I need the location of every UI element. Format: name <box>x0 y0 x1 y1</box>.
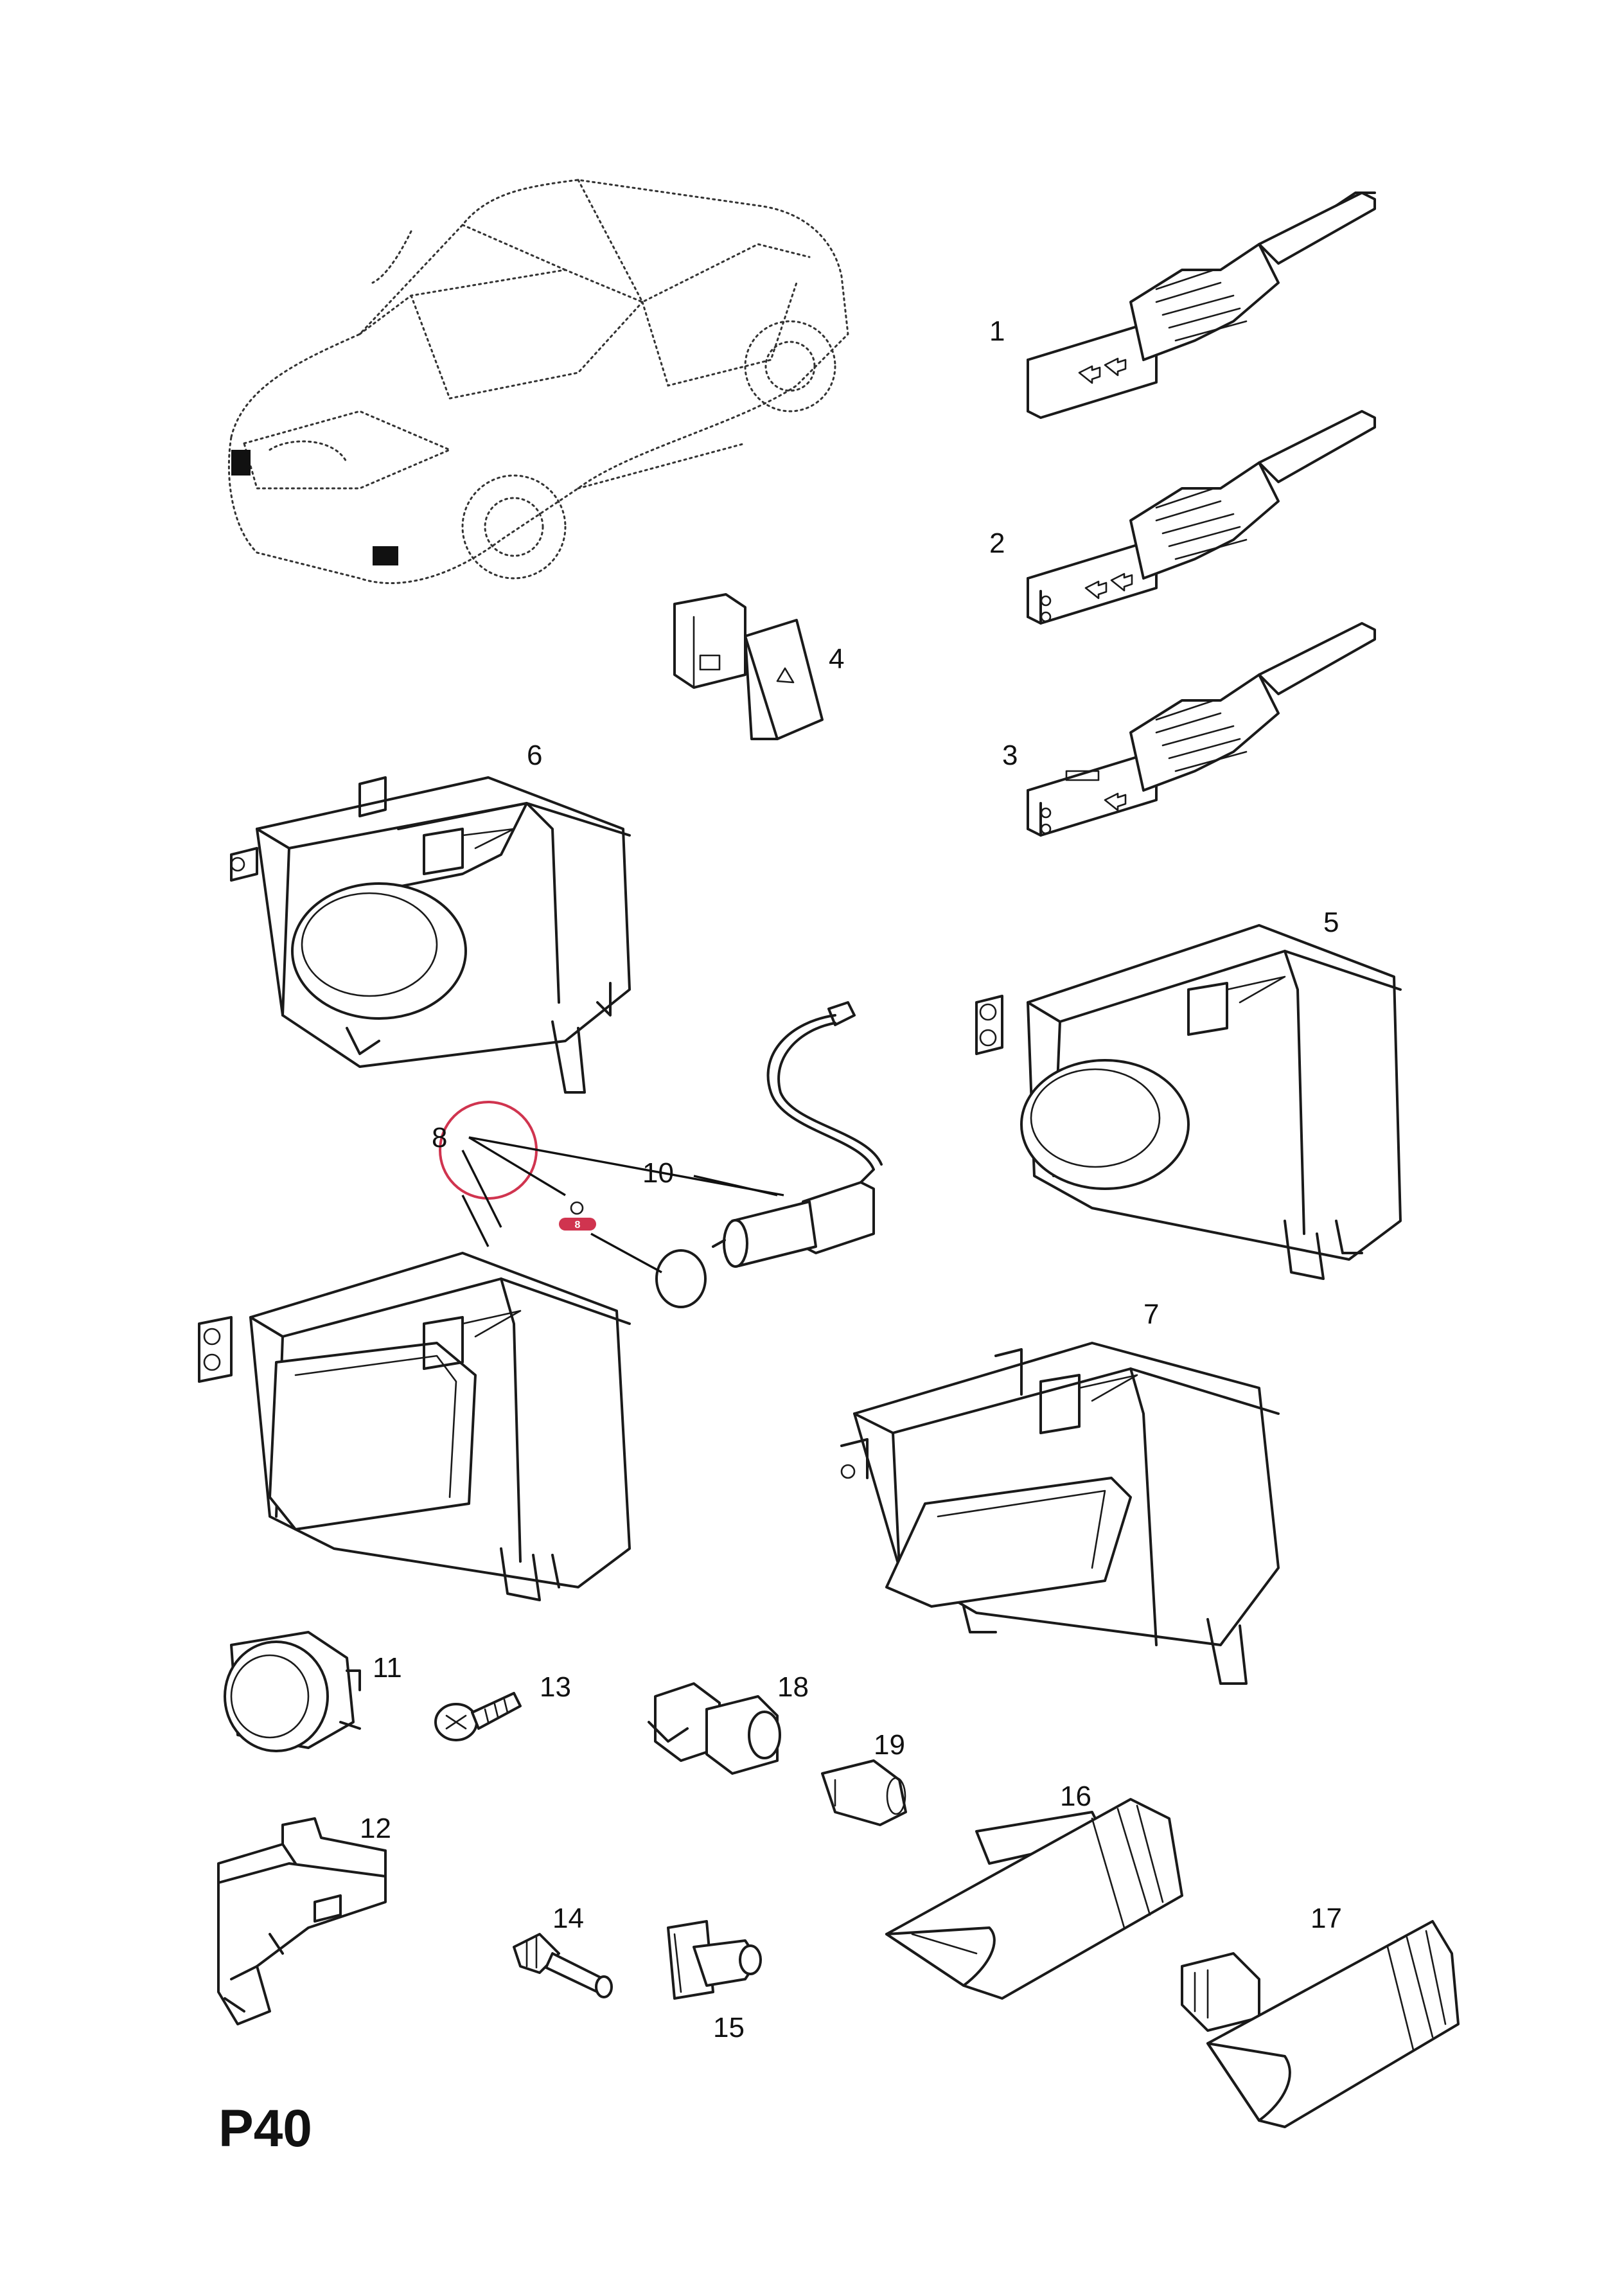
part-5-fog-lamp <box>975 924 1402 1280</box>
part-fog-lamp-rectangular <box>198 1252 631 1601</box>
highlight-badge <box>559 1218 596 1231</box>
callout-16: 16 <box>1060 1781 1091 1812</box>
callout-1: 1 <box>989 316 1005 347</box>
part-3-indicator-switch <box>1027 622 1376 837</box>
callout-8: 8 <box>432 1122 447 1153</box>
callout-15: 15 <box>713 2012 745 2043</box>
part-16-side-marker-lamp <box>885 1798 1183 2000</box>
small-part-ring <box>570 1201 584 1215</box>
part-15-clip-nut <box>667 1920 762 2000</box>
callout-11: 11 <box>373 1652 402 1684</box>
vehicle-overview-illustration <box>227 179 849 584</box>
part-19-wedge-bulb <box>821 1759 907 1826</box>
page-code: P40 <box>218 2099 312 2158</box>
callout-6: 6 <box>527 740 542 771</box>
part-2-indicator-switch <box>1027 410 1376 625</box>
leader-to-lamp <box>461 1195 490 1247</box>
part-7-fog-lamp <box>840 1342 1280 1685</box>
part-11-round-fog-lamp <box>224 1631 361 1752</box>
callout-18: 18 <box>777 1671 809 1703</box>
leader-8a <box>468 1136 784 1196</box>
leader-8c <box>461 1150 502 1228</box>
part-8-lens-cap <box>590 1232 707 1308</box>
leader-8b <box>468 1136 566 1196</box>
part-14-push-rivet <box>513 1933 613 1998</box>
part-12-mounting-bracket <box>217 1817 387 2025</box>
highlight-badge-label: 8 <box>575 1220 581 1231</box>
callout-19: 19 <box>874 1729 905 1761</box>
part-1-indicator-switch <box>1027 191 1376 419</box>
part-6-fog-lamp <box>230 776 631 1094</box>
highlight-ring <box>439 1101 538 1200</box>
part-13-screw <box>434 1692 522 1741</box>
callout-5: 5 <box>1323 907 1339 938</box>
callout-14: 14 <box>552 1903 584 1934</box>
highlight-callout-group: 8 8 <box>432 1101 784 1247</box>
foglamp-location-marker-right <box>373 546 398 565</box>
callout-4: 4 <box>829 643 844 675</box>
part-18-bulb-holder <box>648 1682 781 1775</box>
callout-2: 2 <box>989 528 1005 559</box>
foglamp-location-marker-left <box>231 450 251 476</box>
callout-7: 7 <box>1143 1299 1159 1330</box>
part-10-bulb-with-harness <box>712 1001 883 1268</box>
callout-17: 17 <box>1311 1903 1342 1934</box>
callout-3: 3 <box>1002 740 1018 771</box>
part-4-hazard-switch <box>673 593 824 740</box>
callout-12: 12 <box>360 1813 391 1844</box>
part-17-side-marker-lamp <box>1181 1920 1460 2128</box>
callout-13: 13 <box>540 1671 571 1703</box>
